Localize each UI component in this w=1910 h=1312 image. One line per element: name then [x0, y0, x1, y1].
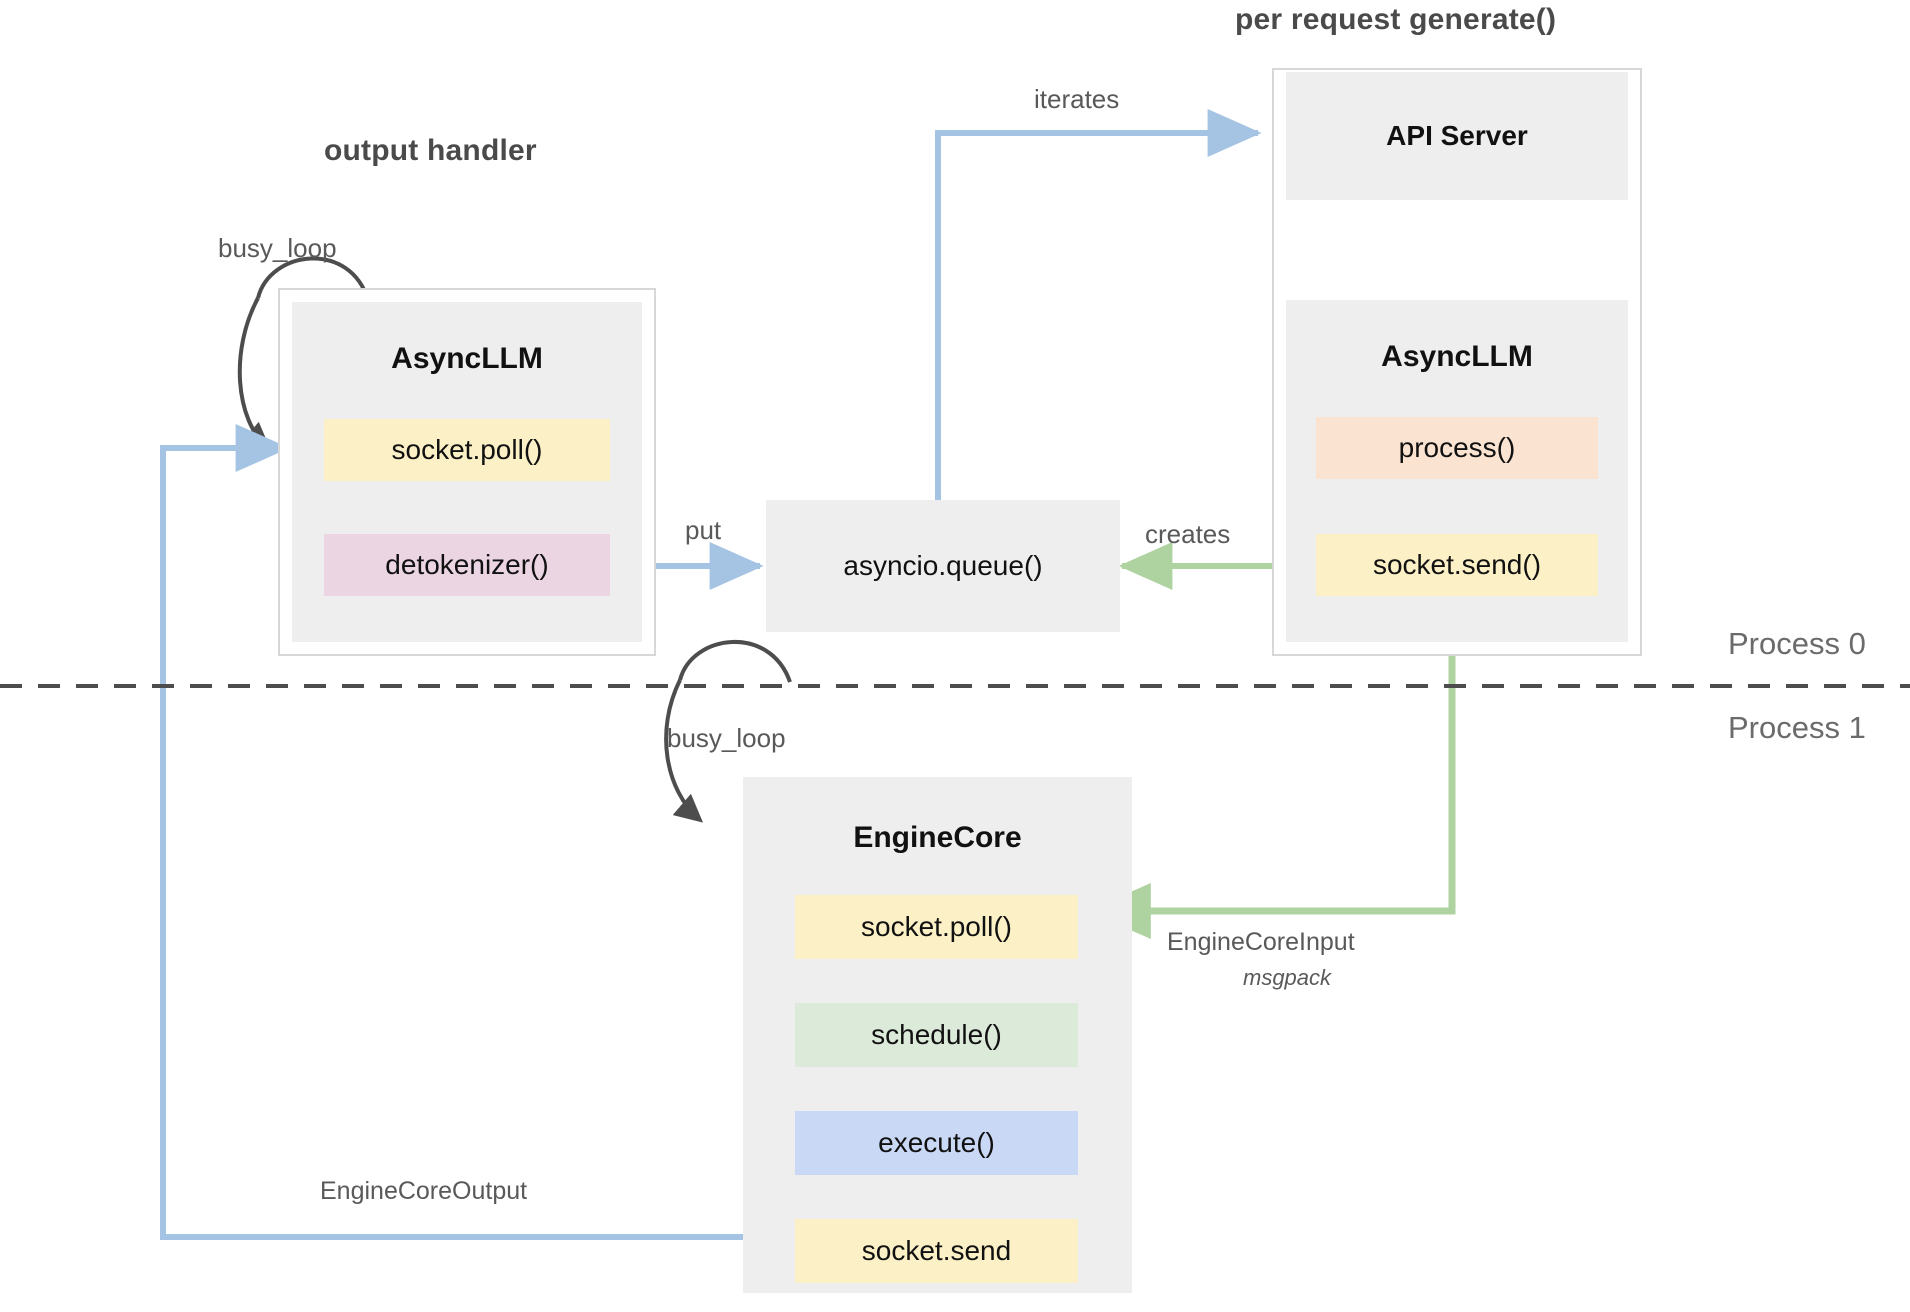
group-title-output-handler: output handler	[324, 134, 537, 167]
slot-socket-send-right[interactable]: socket.send()	[1316, 534, 1598, 596]
edge-label-engine-core-input: EngineCoreInput	[1167, 928, 1355, 956]
node-title-engine-core: EngineCore	[853, 821, 1022, 854]
slot-schedule[interactable]: schedule()	[795, 1003, 1078, 1067]
iterates-wire	[935, 109, 1262, 500]
busy-loop-left-arrow	[237, 297, 272, 451]
busy-loop-engine-arc-top	[678, 640, 792, 683]
edge-label-engine-core-input-sub: msgpack	[1243, 965, 1332, 990]
edge-label-engine-core-output: EngineCoreOutput	[320, 1177, 528, 1205]
node-title-async-llm-right: AsyncLLM	[1381, 340, 1533, 373]
edge-label-iterates: iterates	[1034, 84, 1120, 114]
node-title-api-server: API Server	[1386, 120, 1528, 151]
slot-socket-poll-engine[interactable]: socket.poll()	[795, 895, 1078, 959]
slot-socket-poll-left[interactable]: socket.poll()	[324, 419, 610, 481]
edge-label-busy-loop-left: busy_loop	[218, 233, 337, 263]
slot-detokenizer[interactable]: detokenizer()	[324, 534, 610, 596]
slot-socket-send-engine[interactable]: socket.send	[795, 1219, 1078, 1283]
node-api-server[interactable]: API Server	[1286, 72, 1628, 200]
node-async-llm-right: AsyncLLM process() socket.send()	[1286, 300, 1628, 642]
node-title-async-llm-left: AsyncLLM	[391, 342, 543, 375]
edge-label-creates: creates	[1145, 519, 1231, 549]
node-asyncio-queue[interactable]: asyncio.queue()	[766, 500, 1120, 632]
slot-execute[interactable]: execute()	[795, 1111, 1078, 1175]
node-title-asyncio-queue: asyncio.queue()	[843, 550, 1043, 581]
group-title-per-request-generate: per request generate()	[1235, 3, 1557, 36]
process-label-bottom: Process 1	[1728, 710, 1866, 745]
node-async-llm-left: AsyncLLM socket.poll() detokenizer()	[292, 302, 642, 642]
slot-process[interactable]: process()	[1316, 417, 1598, 479]
edge-label-busy-loop-engine: busy_loop	[667, 723, 786, 753]
process-label-top: Process 0	[1728, 626, 1866, 661]
node-engine-core: EngineCore socket.poll() schedule() exec…	[743, 777, 1132, 1293]
edge-label-put: put	[685, 515, 722, 545]
